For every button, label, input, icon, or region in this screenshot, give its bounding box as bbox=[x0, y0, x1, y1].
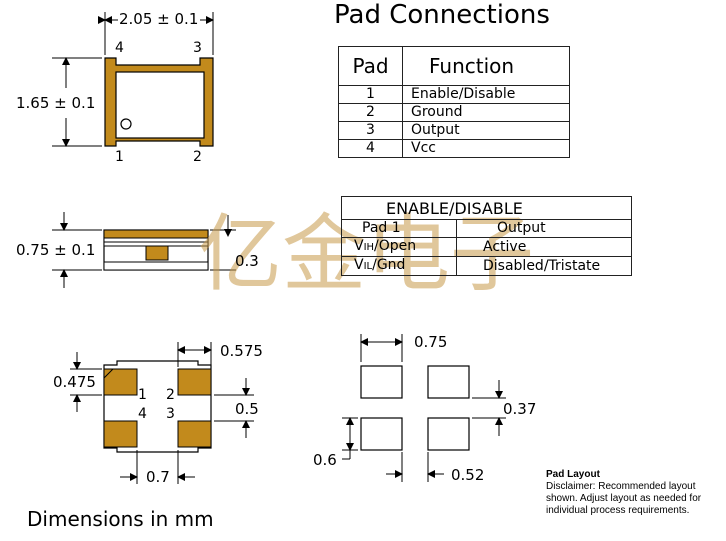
bottom-view bbox=[70, 342, 254, 484]
layout-pad-width-dim: 0.75 bbox=[414, 333, 448, 351]
top-pad-label-2: 2 bbox=[193, 149, 202, 165]
top-pad-label-1: 1 bbox=[115, 149, 124, 165]
table-row: 1 Enable/Disable bbox=[338, 85, 570, 104]
pad-header: Pad bbox=[338, 46, 403, 86]
layout-horizontal-gap-dim: 0.52 bbox=[451, 466, 485, 484]
bottom-pad-1 bbox=[103, 368, 138, 396]
pad-connections-header-row: Pad Function bbox=[338, 46, 570, 86]
output-cell: Disabled/Tristate bbox=[456, 256, 632, 276]
pin1-marker bbox=[120, 118, 132, 130]
bottom-pad-label-4: 4 bbox=[138, 406, 147, 422]
table-row: 3 Output bbox=[338, 121, 570, 140]
units-note: Dimensions in mm bbox=[27, 507, 214, 531]
pad-connections-table: Pad Function 1 Enable/Disable 2 Ground 3… bbox=[338, 46, 570, 158]
enable-disable-header-row: Pad 1 Output bbox=[341, 219, 632, 238]
layout-pad-tl bbox=[360, 365, 403, 399]
table-row: 2 Ground bbox=[338, 103, 570, 122]
side-height-dim: 0.75 ± 0.1 bbox=[16, 241, 96, 259]
bottom-pad-width-dim: 0.575 bbox=[220, 342, 263, 360]
bottom-pad-label-1: 1 bbox=[138, 387, 147, 403]
pad-layout-view bbox=[342, 334, 506, 482]
pad-cell: 4 bbox=[338, 139, 403, 158]
table-row: VIH/Open Active bbox=[341, 237, 632, 257]
layout-pad-br bbox=[427, 417, 470, 451]
top-pad-label-4: 4 bbox=[115, 40, 124, 56]
pad1-state-cell: VIH/Open bbox=[341, 237, 457, 257]
function-cell: Output bbox=[402, 121, 570, 140]
function-cell: Ground bbox=[402, 103, 570, 122]
table-row: 4 Vcc bbox=[338, 139, 570, 158]
pad-sub: IH bbox=[363, 242, 375, 253]
pad-cell: 3 bbox=[338, 121, 403, 140]
pad-v: V bbox=[354, 257, 364, 273]
side-view bbox=[52, 212, 236, 288]
pad-layout-heading: Pad Layout bbox=[546, 469, 600, 480]
bottom-pad-4 bbox=[103, 420, 138, 448]
bottom-vertical-gap-dim: 0.5 bbox=[235, 400, 259, 418]
table-row: VIL/Gnd Disabled/Tristate bbox=[341, 256, 632, 276]
function-cell: Vcc bbox=[402, 139, 570, 158]
pad-v: V bbox=[354, 238, 364, 254]
top-width-dim: 2.05 ± 0.1 bbox=[119, 10, 199, 28]
enable-disable-title-row: ENABLE/DISABLE bbox=[341, 196, 632, 220]
top-height-dim: 1.65 ± 0.1 bbox=[16, 94, 96, 112]
pad-rest: /Open bbox=[374, 238, 417, 254]
pad-cell: 2 bbox=[338, 103, 403, 122]
top-view bbox=[52, 12, 214, 147]
pad-connections-title: Pad Connections bbox=[334, 0, 550, 30]
pad1-header: Pad 1 bbox=[341, 219, 457, 238]
bottom-pad-2 bbox=[177, 368, 212, 396]
enable-disable-table: ENABLE/DISABLE Pad 1 Output VIH/Open Act… bbox=[341, 196, 632, 276]
bottom-pad-height-dim: 0.475 bbox=[53, 373, 96, 391]
layout-pad-tr bbox=[427, 365, 470, 399]
function-header: Function bbox=[402, 46, 570, 86]
bottom-pad-label-2: 2 bbox=[166, 387, 175, 403]
disclaimer-text: Disclaimer: Recommended layout shown. Ad… bbox=[546, 481, 702, 516]
output-header: Output bbox=[456, 219, 632, 238]
pad-sub: IL bbox=[363, 261, 373, 272]
bottom-pad-3 bbox=[177, 420, 212, 448]
bottom-horizontal-gap-dim: 0.7 bbox=[146, 468, 170, 486]
layout-vertical-gap-dim: 0.37 bbox=[503, 400, 537, 418]
pad-cell: 1 bbox=[338, 85, 403, 104]
side-thickness-dim: 0.3 bbox=[235, 252, 259, 270]
function-cell: Enable/Disable bbox=[402, 85, 570, 104]
bottom-pad-label-3: 3 bbox=[166, 406, 175, 422]
output-cell: Active bbox=[456, 237, 632, 257]
pad-rest: /Gnd bbox=[372, 257, 406, 273]
enable-disable-title: ENABLE/DISABLE bbox=[341, 196, 632, 220]
top-pad-label-3: 3 bbox=[193, 40, 202, 56]
layout-pad-bl bbox=[360, 417, 403, 451]
pad-layout-note: Pad Layout Disclaimer: Recommended layou… bbox=[546, 469, 721, 517]
layout-pad-height-dim: 0.6 bbox=[313, 451, 337, 469]
pad1-state-cell: VIL/Gnd bbox=[341, 256, 457, 276]
